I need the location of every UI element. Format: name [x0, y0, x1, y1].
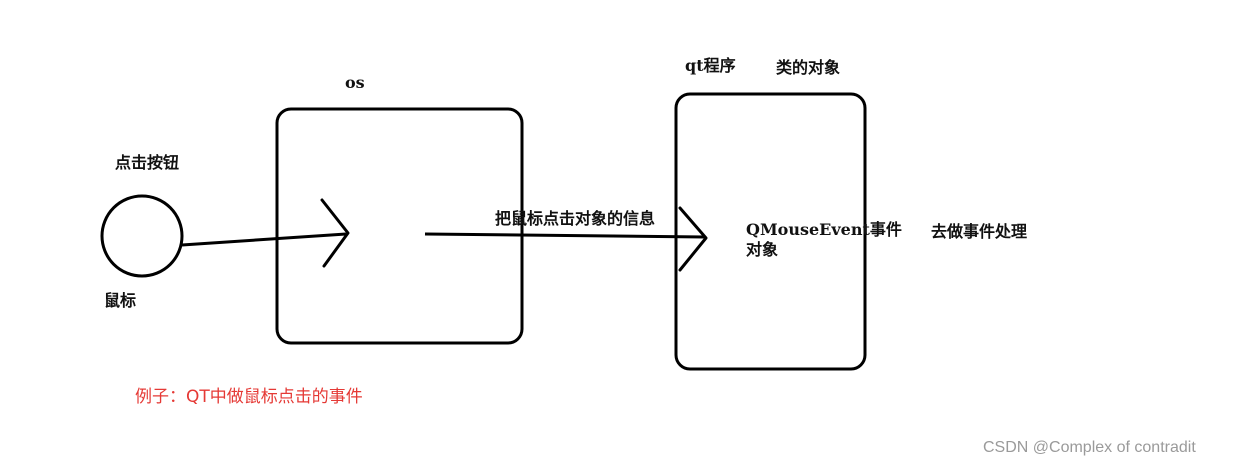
class-object-label: 类的对象 — [776, 58, 841, 77]
mouse-to-os-arrow-line — [181, 232, 347, 247]
os-box — [275, 107, 524, 345]
handle-event-label: 去做事件处理 — [931, 222, 1028, 241]
qt-program-label: qt程序 — [685, 56, 736, 75]
os-to-qt-arrowhead — [678, 206, 708, 272]
watermark: CSDN @Complex of contradit — [983, 439, 1196, 456]
mouse-label: 鼠标 — [104, 291, 137, 310]
os-to-qt-arrow-line — [424, 232, 706, 239]
qt-program-box — [674, 92, 867, 371]
example-caption: 例子：QT中做鼠标点击的事件 — [135, 387, 363, 407]
pass-info-label: 把鼠标点击对象的信息 — [495, 209, 656, 228]
mouse-circle — [100, 194, 184, 278]
os-label: os — [345, 73, 365, 92]
click-button-label: 点击按钮 — [115, 153, 180, 172]
qmouseevent-label: QMouseEvent事件对象 — [746, 220, 902, 259]
mouse-to-os-arrowhead — [320, 198, 350, 268]
